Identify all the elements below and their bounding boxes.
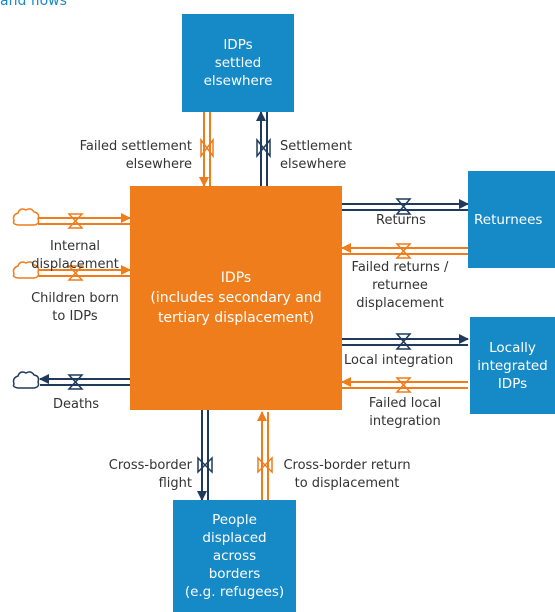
failed-local-integration-flow xyxy=(341,377,468,393)
cross-border-return-flow xyxy=(257,411,273,500)
failed-settlement-flow xyxy=(199,112,214,187)
valve-icon xyxy=(395,243,412,259)
local-integration-flow xyxy=(342,333,469,350)
valve-icon xyxy=(256,137,271,159)
idps-settled-elsewhere-box: IDPs settled elsewhere xyxy=(182,14,294,112)
displaced-across-borders-box: People displaced across borders (e.g. re… xyxy=(173,500,296,612)
idps-main-box: IDPs (includes secondary and tertiary di… xyxy=(130,186,342,410)
cloud-icon xyxy=(12,261,40,279)
deaths-label: Deaths xyxy=(53,397,100,412)
valve-icon xyxy=(257,456,273,474)
internal-displacement-flow xyxy=(12,208,131,229)
valve-icon xyxy=(67,265,84,281)
settlement-label: Settlement elsewhere xyxy=(280,139,353,172)
valve-icon xyxy=(395,333,412,350)
valve-icon xyxy=(200,137,214,159)
locally-integrated-box: Locally integrated IDPs xyxy=(470,317,555,414)
failed-returns-flow xyxy=(341,243,468,259)
children-born-label: Children born to IDPs xyxy=(31,291,119,324)
cross-border-return-label: Cross-border return to displacement xyxy=(283,458,411,491)
deaths-flow xyxy=(12,371,130,390)
cross-border-flight-flow xyxy=(197,410,213,501)
returnees-box: Returnees xyxy=(468,171,555,268)
returns-label: Returns xyxy=(376,213,426,228)
local-integration-label: Local integration xyxy=(344,353,454,368)
internal-displacement-label: Internal displacement xyxy=(31,239,119,272)
failed-local-integration-label: Failed local integration xyxy=(368,396,442,429)
cloud-icon xyxy=(12,371,40,389)
returns-flow xyxy=(342,198,469,215)
cross-border-flight-label: Cross-border flight xyxy=(108,458,192,491)
failed-returns-label: Failed returns / returnee displacement xyxy=(351,260,449,311)
valve-icon xyxy=(67,374,84,390)
header-fragment: and flows xyxy=(0,0,67,9)
valve-icon xyxy=(67,213,84,229)
failed-settlement-label: Failed settlement elsewhere xyxy=(79,139,192,172)
cloud-icon xyxy=(12,208,40,226)
settlement-flow xyxy=(256,111,271,186)
valve-icon xyxy=(395,198,412,215)
valve-icon xyxy=(197,456,213,474)
valve-icon xyxy=(395,377,412,393)
children-born-flow xyxy=(12,261,131,281)
